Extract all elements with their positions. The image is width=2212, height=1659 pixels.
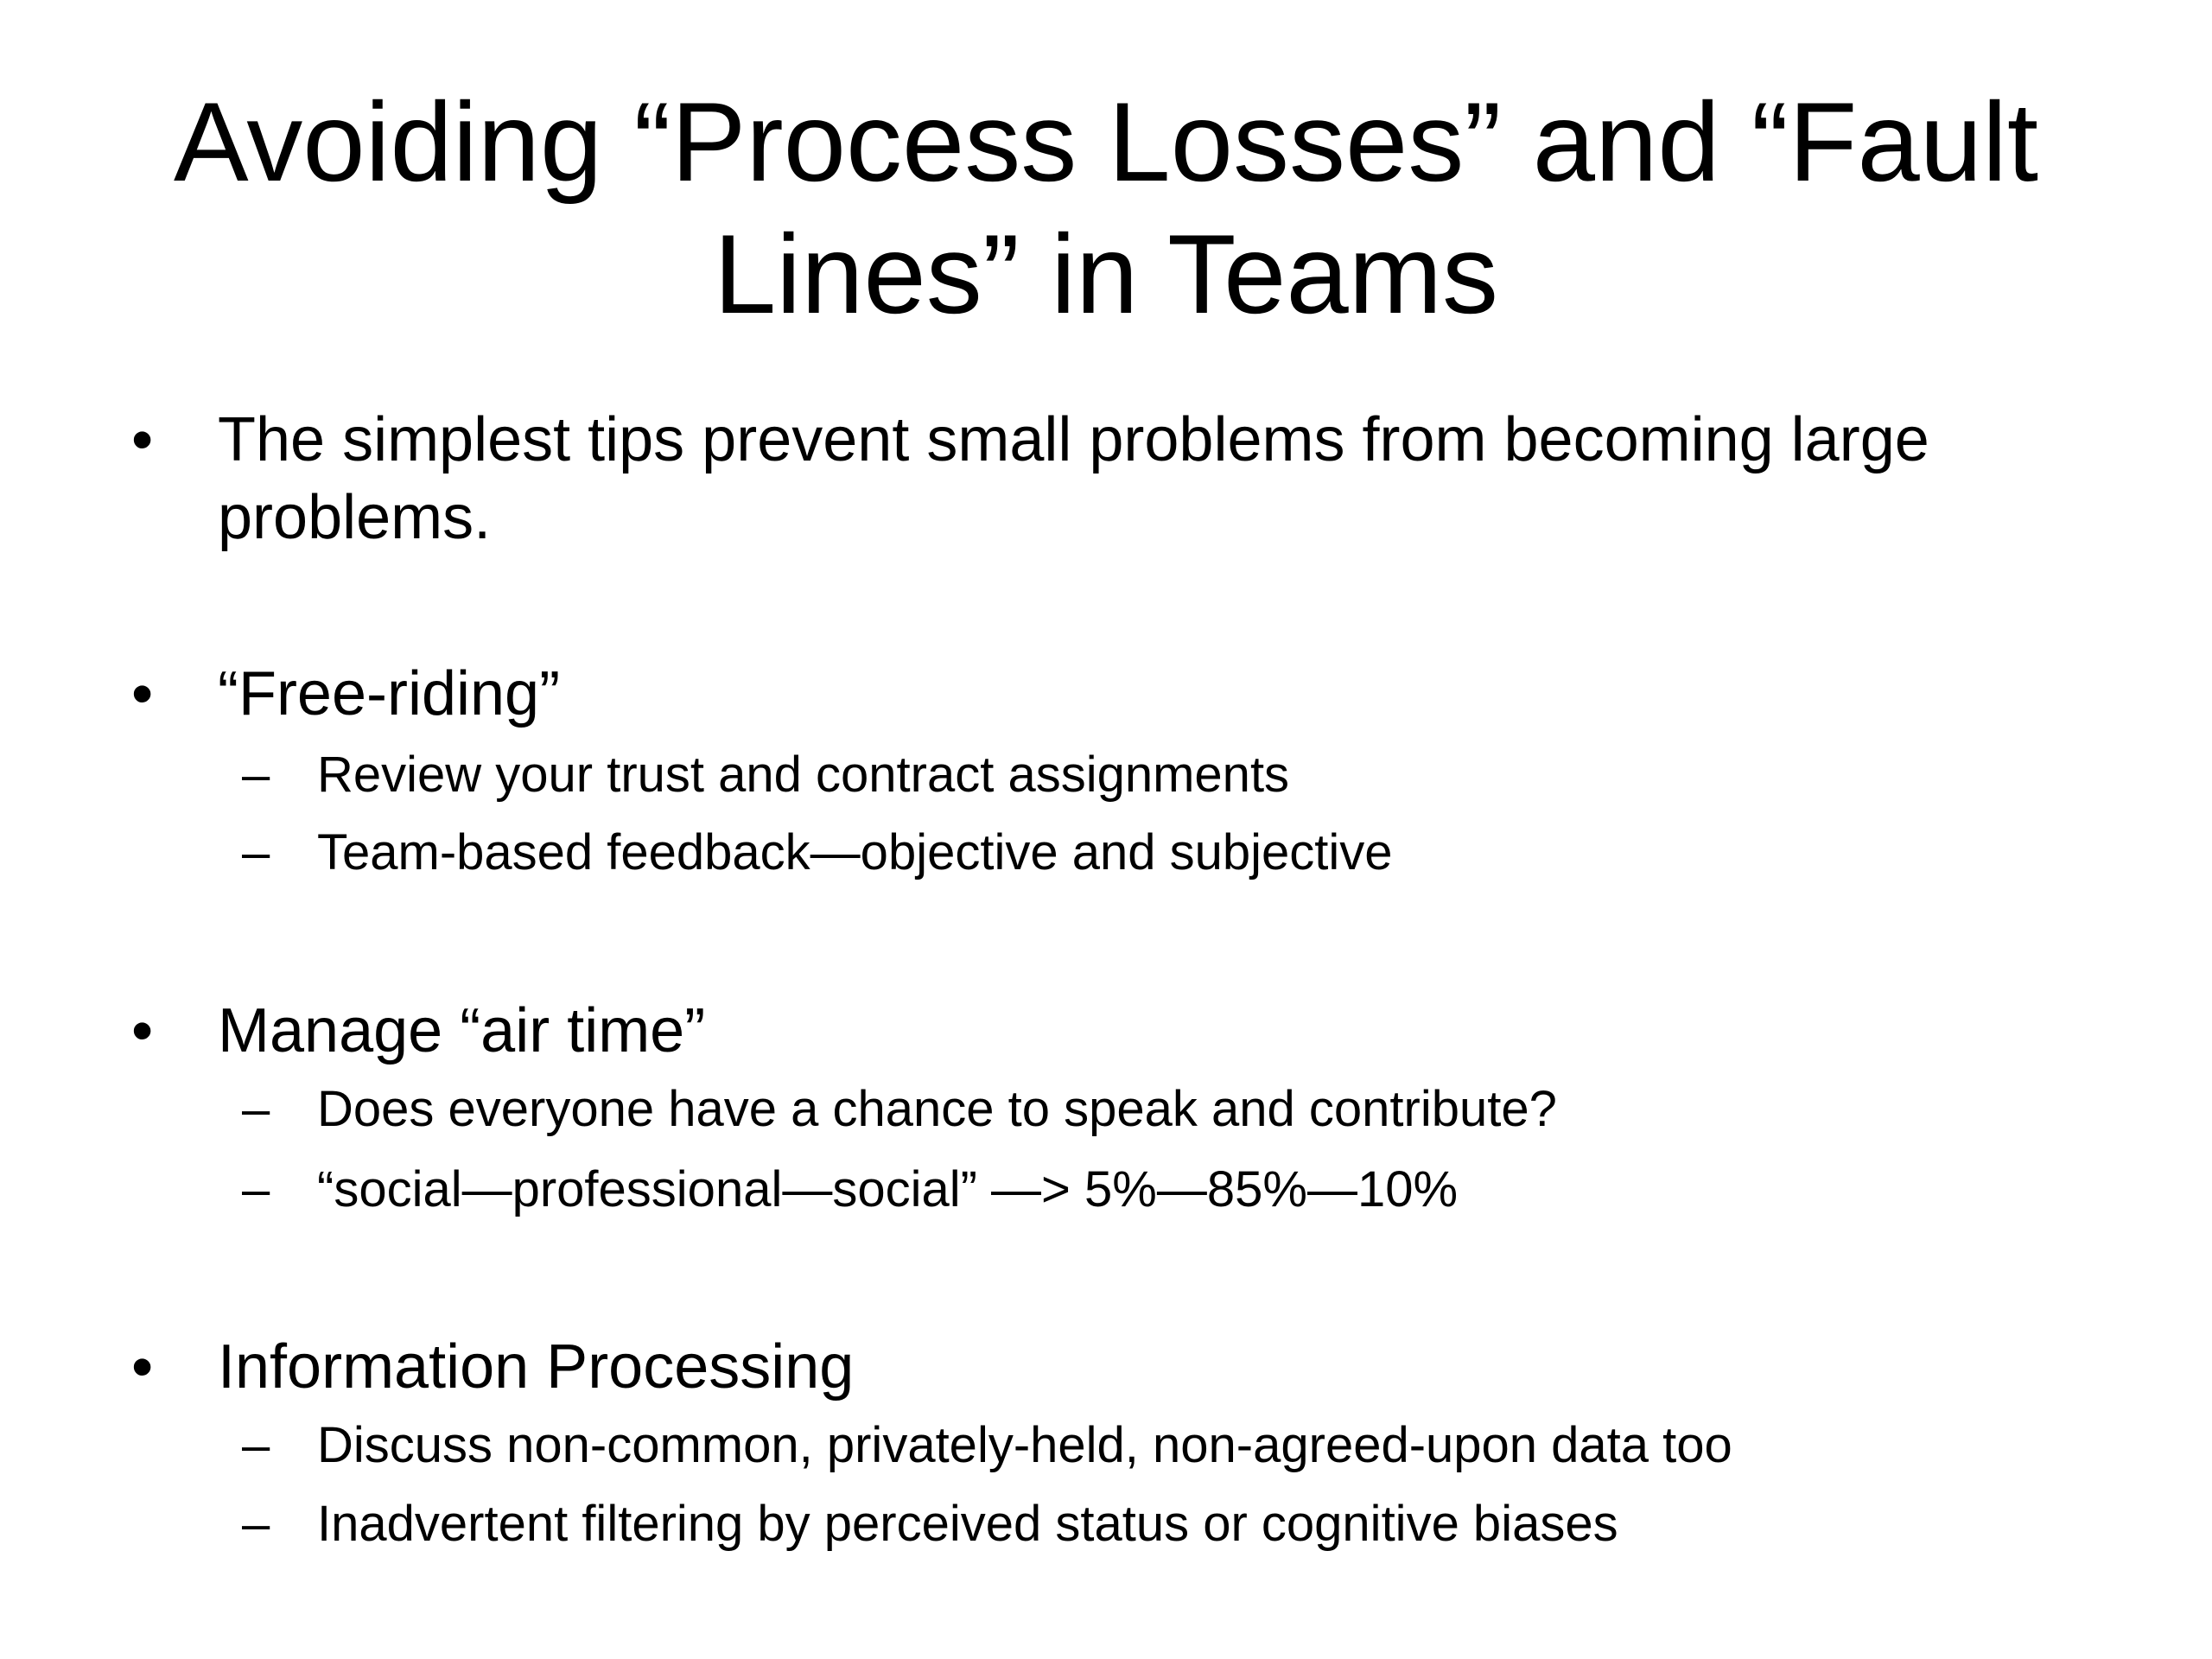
sub-bullet-item-6: – Inadvertent filtering by perceived sta… (242, 1493, 1618, 1555)
sub-bullet-item-4: – “social—professional—social” —> 5%—85%… (242, 1159, 1459, 1221)
sub-bullet-item-5: – Discuss non-common, privately-held, no… (242, 1414, 1732, 1477)
sub-bullet-item-3: – Does everyone have a chance to speak a… (242, 1078, 1557, 1141)
dash-marker-icon: – (242, 1081, 270, 1137)
bullet-dot-icon: • (131, 996, 154, 1065)
sub-bullet-text: Review your trust and contract assignmen… (317, 747, 1290, 803)
bullet-dot-icon: • (131, 659, 154, 728)
bullet-text: “Free-riding” (218, 659, 561, 728)
slide-title: Avoiding “Process Losses” and “Fault Lin… (173, 79, 2039, 337)
sub-bullet-text: Does everyone have a chance to speak and… (317, 1081, 1557, 1137)
dash-marker-icon: – (242, 824, 270, 880)
sub-bullet-text: Discuss non-common, privately-held, non-… (317, 1417, 1732, 1473)
dash-marker-icon: – (242, 1417, 270, 1473)
dash-marker-icon: – (242, 747, 270, 803)
bullet-dot-icon: • (131, 405, 154, 474)
dash-marker-icon: – (242, 1496, 270, 1552)
sub-bullet-text: Inadvertent filtering by perceived statu… (317, 1496, 1618, 1552)
bullet-item-4: • Information Processing (131, 1328, 855, 1406)
bullet-item-1: • The simplest tips prevent small proble… (131, 401, 2015, 556)
bullet-item-3: • Manage “air time” (131, 992, 706, 1070)
bullet-text: Manage “air time” (218, 996, 706, 1065)
dash-marker-icon: – (242, 1161, 270, 1217)
sub-bullet-item-1: – Review your trust and contract assignm… (242, 744, 1290, 806)
bullet-text: The simplest tips prevent small problems… (218, 405, 1929, 552)
bullet-text: Information Processing (218, 1332, 855, 1402)
sub-bullet-text: Team-based feedback—objective and subjec… (317, 824, 1393, 880)
sub-bullet-text: “social—professional—social” —> 5%—85%—1… (317, 1161, 1459, 1217)
bullet-item-2: • “Free-riding” (131, 655, 561, 733)
bullet-dot-icon: • (131, 1332, 154, 1402)
sub-bullet-item-2: – Team-based feedback—objective and subj… (242, 822, 1393, 884)
